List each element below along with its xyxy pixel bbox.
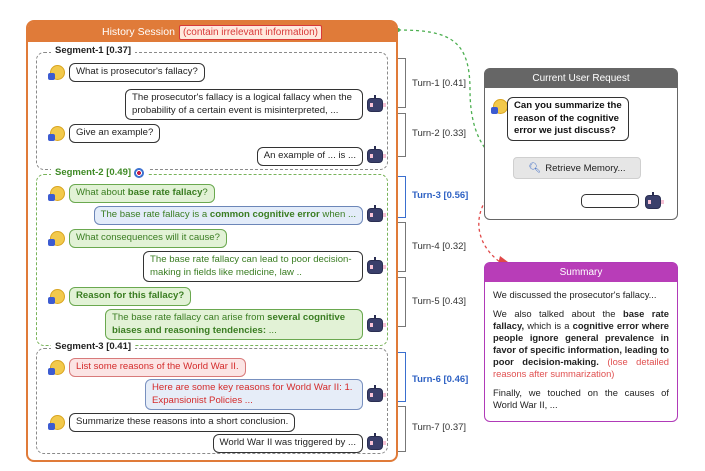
text: What about <box>76 187 128 198</box>
turn-7-label: Turn-7 [0.37] <box>412 422 467 433</box>
summary-paragraph-2: We also talked about the base rate falla… <box>485 308 677 380</box>
user-message: Give an example? <box>69 124 161 143</box>
text: when ... <box>319 209 356 220</box>
turn-5-user-row: Reason for this fallacy? <box>48 287 192 306</box>
turn-2-assistant-row: An example of ... is ... <box>256 146 386 166</box>
text: ? <box>202 187 208 198</box>
summary-panel: Summary We discussed the prosecutor's fa… <box>484 262 678 422</box>
user-avatar-icon <box>48 125 65 141</box>
user-avatar-icon <box>48 185 65 201</box>
user-avatar-icon <box>48 414 65 430</box>
turn-4-label: Turn-4 [0.32] <box>412 241 467 252</box>
assistant-message: The prosecutor's fallacy is a logical fa… <box>125 89 363 120</box>
turn-5-assistant-row: The base rate fallacy can arise from sev… <box>105 309 386 340</box>
assistant-message: The base rate fallacy can lead to poor d… <box>143 251 363 282</box>
segment-2-score: Segment-2 [0.49] <box>55 167 132 178</box>
assistant-message: An example of ... is ... <box>256 147 363 166</box>
current-request-message: Can you summarize the reason of the cogn… <box>507 97 629 141</box>
search-icon: 🔍︎ <box>528 162 542 174</box>
assistant-message: Here are some key reasons for World War … <box>145 379 363 410</box>
turn-1-user-row: What is prosecutor's fallacy? <box>48 63 205 82</box>
user-message: Reason for this fallacy? <box>69 287 192 306</box>
summary-paragraph-3: Finally, we touched on the causes of Wor… <box>493 387 669 410</box>
turn-2-label: Turn-2 [0.33] <box>412 128 467 139</box>
turn-4-assistant-row: The base rate fallacy can lead to poor d… <box>143 251 386 282</box>
turn-1-bracket <box>398 58 406 108</box>
current-user-request-panel: Current User Request Can you summarize t… <box>484 68 678 220</box>
user-avatar-icon <box>48 230 65 246</box>
segment-1-label: Segment-1 [0.37] <box>51 45 136 56</box>
turn-5-label: Turn-5 [0.43] <box>412 296 467 307</box>
text: ... <box>266 324 277 336</box>
turn-4-user-row: What consequences will it cause? <box>48 229 227 248</box>
request-header: Current User Request <box>485 69 677 88</box>
segment-1-score: Segment-1 [0.37] <box>55 45 132 56</box>
history-session-panel: History Session (contain irrelevant info… <box>26 20 398 462</box>
text-bold: base rate fallacy, <box>493 308 670 331</box>
text-bold: common cognitive error <box>209 209 320 220</box>
user-message: List some reasons of the World War II. <box>69 358 246 377</box>
turn-6-label: Turn-6 [0.46] <box>412 374 469 385</box>
turn-7-bracket <box>398 406 406 452</box>
retrieve-memory-label: Retrieve Memory... <box>545 162 626 174</box>
turn-7-assistant-row: World War II was triggered by ... <box>212 433 386 453</box>
robot-icon <box>367 314 386 332</box>
turn-7-user-row: Summarize these reasons into a short con… <box>48 413 296 432</box>
robot-icon <box>367 256 386 274</box>
text: We also talked about the <box>493 308 623 319</box>
lost-detail-note: (lose detailed reasons after summarizati… <box>493 356 669 379</box>
turn-1-assistant-row: The prosecutor's fallacy is a logical fa… <box>125 89 386 120</box>
retrieve-memory-button[interactable]: 🔍︎ Retrieve Memory... <box>513 157 641 179</box>
turn-2-bracket <box>398 113 406 157</box>
turn-3-bracket <box>398 176 406 218</box>
turn-2-user-row: Give an example? <box>48 124 161 143</box>
robot-icon <box>367 94 386 112</box>
history-session-header: History Session (contain irrelevant info… <box>28 22 396 42</box>
segment-1: Segment-1 [0.37] What is prosecutor's fa… <box>36 45 388 170</box>
history-session-title: History Session <box>101 26 175 38</box>
user-avatar-icon <box>48 64 65 80</box>
segment-3-score: Segment-3 [0.41] <box>55 341 132 352</box>
turn-1-label: Turn-1 [0.41] <box>412 78 467 89</box>
segment-2: Segment-2 [0.49] What about base rate fa… <box>36 167 388 346</box>
text-bold: several cognitive biases and reasoning t… <box>112 312 346 336</box>
robot-icon <box>367 205 386 223</box>
irrelevant-info-tag: (contain irrelevant information) <box>178 24 322 40</box>
assistant-message: The base rate fallacy can arise from sev… <box>105 309 363 340</box>
segment-2-label: Segment-2 [0.49] <box>51 167 149 178</box>
assistant-message: World War II was triggered by ... <box>212 434 363 453</box>
pending-response-bubble <box>581 194 639 208</box>
user-message: What consequences will it cause? <box>69 229 227 248</box>
robot-icon <box>645 192 664 209</box>
turn-3-label: Turn-3 [0.56] <box>412 190 469 201</box>
text: The base rate fallacy is a <box>100 209 210 220</box>
target-icon <box>134 167 145 178</box>
turn-5-bracket <box>398 277 406 327</box>
summary-paragraph-1: We discussed the prosecutor's fallacy... <box>493 289 657 300</box>
turn-6-bracket <box>398 352 406 402</box>
user-avatar-icon <box>48 288 65 304</box>
robot-icon <box>367 384 386 402</box>
text: The base rate fallacy can arise from <box>112 312 268 323</box>
turn-4-bracket <box>398 222 406 272</box>
segment-3: Segment-3 [0.41] List some reasons of th… <box>36 341 388 454</box>
user-avatar-icon <box>48 359 65 375</box>
segment-3-label: Segment-3 [0.41] <box>51 341 136 352</box>
text-bold: cognitive error where people ignore gene… <box>493 320 670 367</box>
user-message: What about base rate fallacy? <box>69 184 215 203</box>
user-message: Summarize these reasons into a short con… <box>69 413 296 432</box>
turn-3-user-row: What about base rate fallacy? <box>48 184 215 203</box>
user-avatar-icon <box>491 99 508 114</box>
robot-icon <box>367 146 386 164</box>
robot-icon <box>367 433 386 451</box>
turn-6-assistant-row: Here are some key reasons for World War … <box>145 379 386 410</box>
assistant-message: The base rate fallacy is a common cognit… <box>93 206 363 225</box>
turn-6-user-row: List some reasons of the World War II. <box>48 358 246 377</box>
text: which is a <box>524 320 573 331</box>
turn-3-assistant-row: The base rate fallacy is a common cognit… <box>93 205 386 225</box>
summary-header: Summary <box>485 263 677 282</box>
user-message: What is prosecutor's fallacy? <box>69 63 205 82</box>
text-bold: base rate fallacy <box>127 187 203 198</box>
